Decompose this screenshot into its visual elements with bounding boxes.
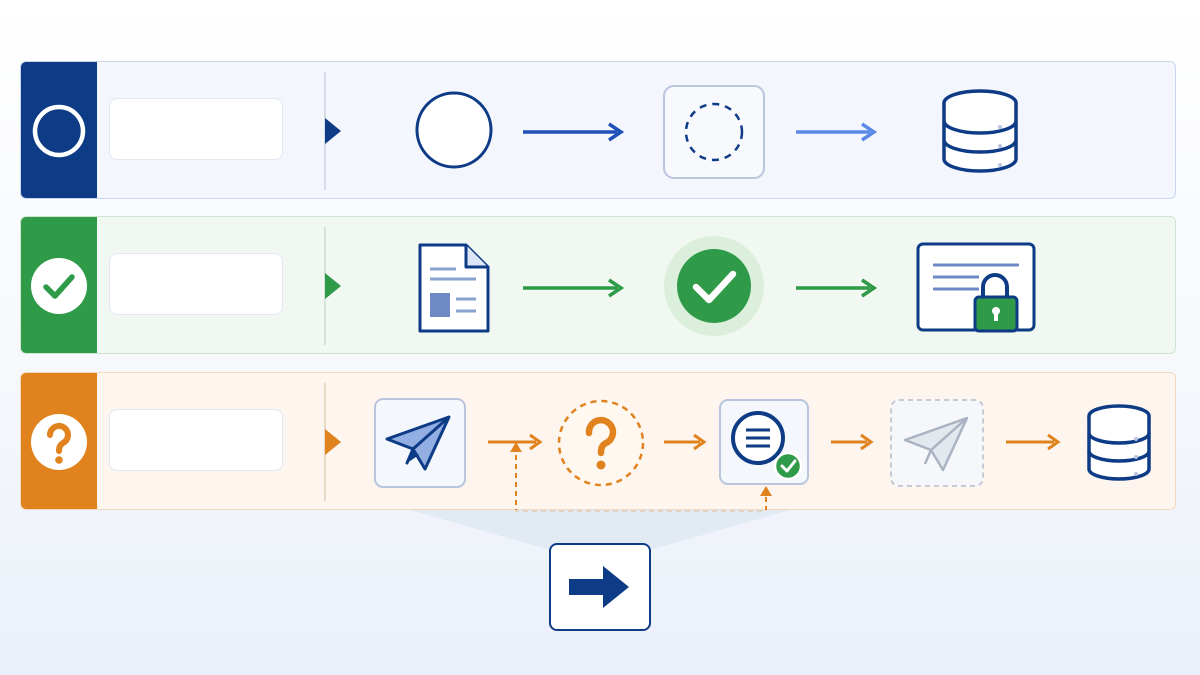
- database-icon: [1087, 404, 1151, 481]
- lane-blue: [20, 61, 1176, 199]
- verified-list-icon: [719, 399, 809, 485]
- lane-green-body: [325, 217, 1175, 353]
- flow-arrow: [488, 433, 543, 451]
- flow-arrow: [796, 122, 878, 142]
- flow-arrow: [664, 433, 707, 451]
- question-icon: [31, 414, 87, 470]
- check-icon: [31, 258, 87, 314]
- next-button[interactable]: [549, 543, 651, 631]
- send-icon: [374, 398, 466, 488]
- lane-divider: [324, 72, 326, 190]
- lane-orange: [20, 372, 1176, 510]
- ring-icon: [32, 104, 86, 158]
- lane-pointer-icon: [325, 118, 341, 144]
- dashed-circle-icon: [663, 85, 765, 179]
- lane-orange-label[interactable]: [109, 409, 283, 471]
- lane-divider: [324, 227, 326, 345]
- lane-orange-strip: [21, 373, 97, 509]
- database-icon: [942, 89, 1018, 173]
- circle-icon: [415, 91, 493, 169]
- locked-card-icon: [916, 242, 1036, 333]
- question-circle-icon: [557, 399, 645, 487]
- lane-pointer-icon: [325, 273, 341, 299]
- lane-orange-body: [325, 373, 1175, 509]
- funnel-shade: [410, 510, 790, 550]
- lane-blue-strip: [21, 62, 97, 198]
- lane-divider: [324, 383, 326, 501]
- lane-green: [20, 216, 1176, 354]
- lane-blue-body: [325, 62, 1175, 198]
- flow-arrow: [523, 278, 625, 298]
- flow-arrow: [523, 122, 625, 142]
- flow-arrow: [1006, 433, 1061, 451]
- loop-back-connector: [510, 442, 772, 512]
- lane-pointer-icon: [325, 429, 341, 455]
- lane-green-label[interactable]: [109, 253, 283, 315]
- arrow-right-icon: [569, 566, 629, 608]
- document-icon: [418, 243, 490, 333]
- check-circle-icon: [664, 236, 764, 336]
- lane-green-strip: [21, 217, 97, 353]
- faded-send-icon: [890, 399, 984, 487]
- lane-blue-label[interactable]: [109, 98, 283, 160]
- flow-arrow: [831, 433, 874, 451]
- flow-arrow: [796, 278, 878, 298]
